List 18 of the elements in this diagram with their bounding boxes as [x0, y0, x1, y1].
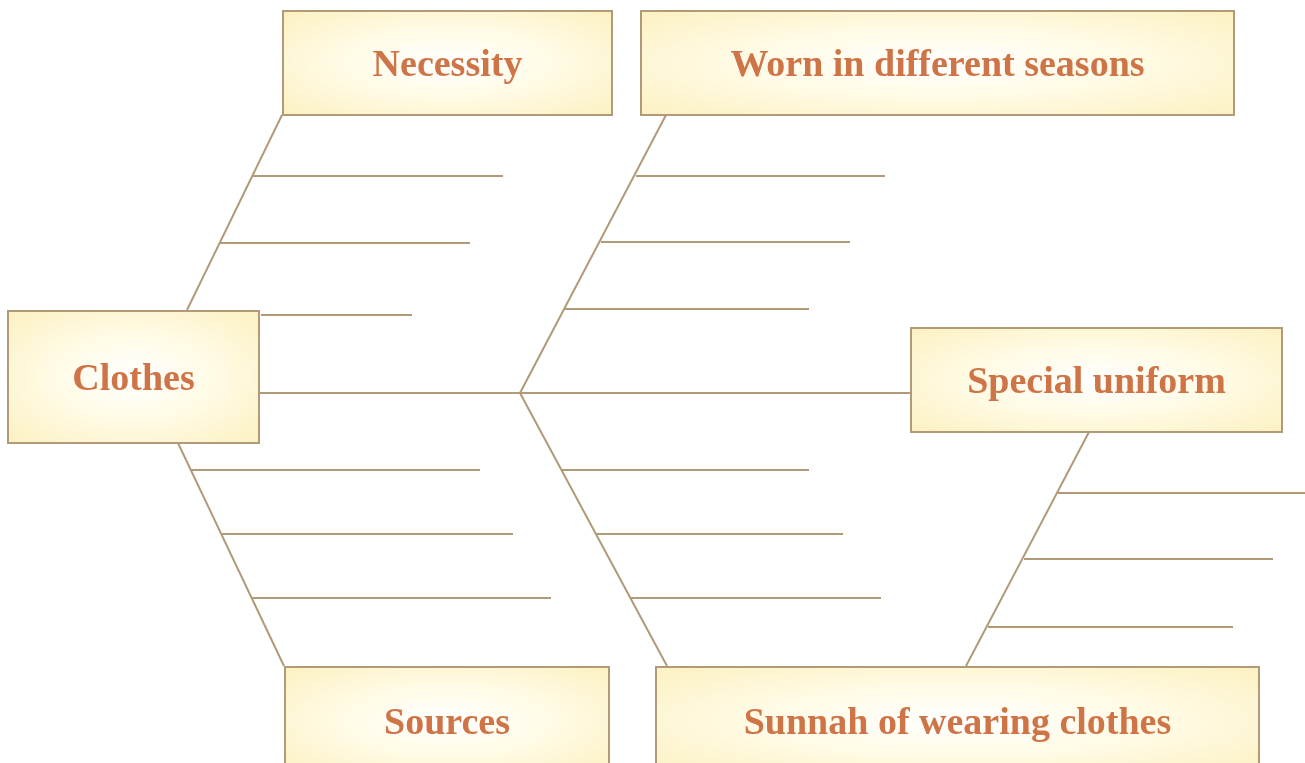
connector-line	[186, 114, 283, 311]
topic-label: Sources	[384, 699, 510, 743]
connector-line	[177, 442, 285, 667]
connector-line	[965, 431, 1090, 667]
topic-box	[910, 327, 1283, 433]
connector-line	[519, 392, 911, 394]
connector-line	[519, 392, 668, 667]
topic-box	[640, 10, 1235, 116]
topic-box	[655, 666, 1260, 763]
topic-box	[7, 310, 260, 444]
connector-line	[519, 114, 667, 394]
topic-label: Sunnah of wearing clothes	[743, 699, 1172, 743]
topic-label: Special uniform	[967, 358, 1226, 402]
topic-label: Necessity	[372, 41, 523, 85]
topic-label: Clothes	[72, 355, 195, 399]
topic-box	[284, 666, 610, 763]
topic-box	[282, 10, 613, 116]
topic-label: Worn in different seasons	[730, 41, 1145, 85]
